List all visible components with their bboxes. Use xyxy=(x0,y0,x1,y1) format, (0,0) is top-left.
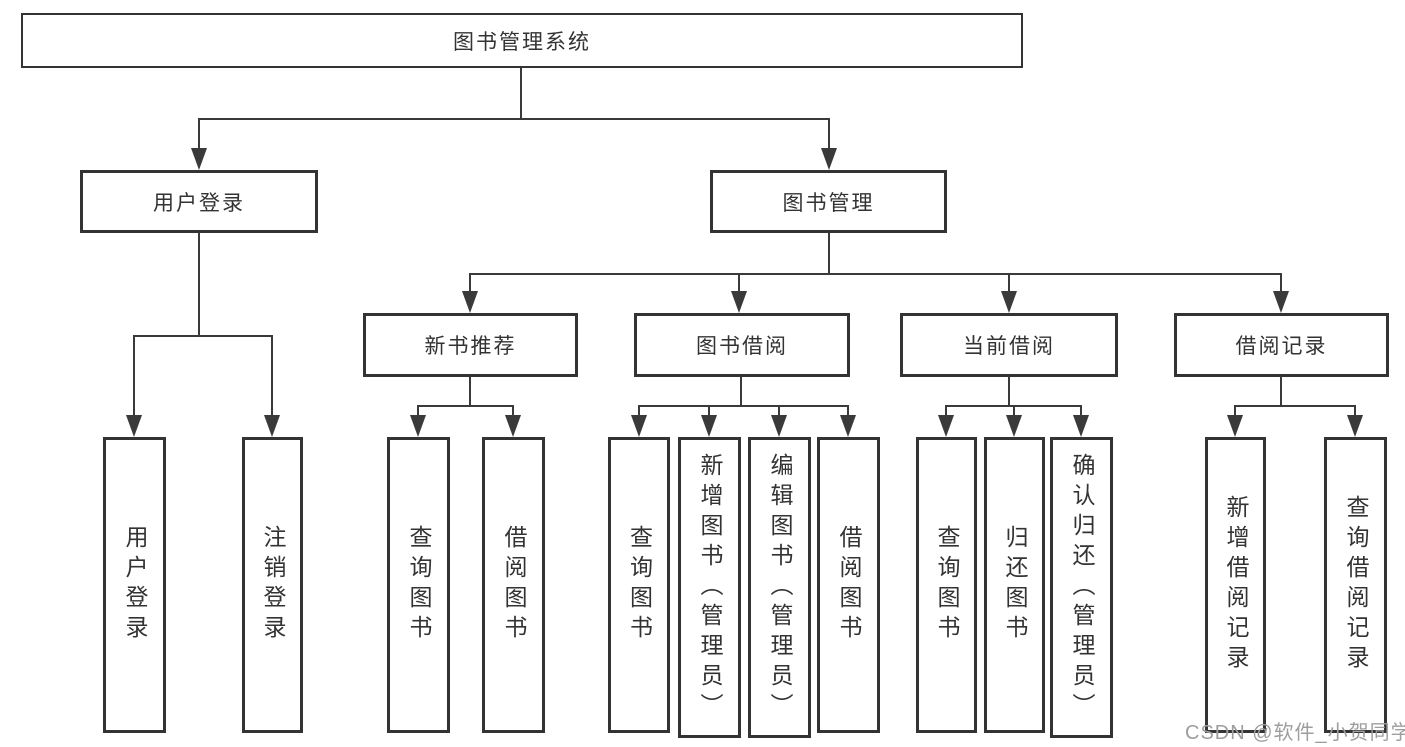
connector-line xyxy=(469,273,1282,275)
node-label: 注销登录 xyxy=(260,525,286,645)
connector-line xyxy=(512,405,514,417)
node-label: 编辑图书（管理员） xyxy=(767,452,793,723)
node-book-management: 图书管理 xyxy=(710,170,947,233)
arrow-down-icon xyxy=(771,415,787,437)
connector-line xyxy=(469,377,471,407)
connector-line xyxy=(1234,405,1236,417)
node-label: 新增借阅记录 xyxy=(1223,495,1249,675)
arrow-down-icon xyxy=(840,415,856,437)
node-label: 图书管理系统 xyxy=(453,30,591,54)
node-label: 当前借阅 xyxy=(963,335,1055,358)
arrow-down-icon xyxy=(126,415,142,437)
node-label: 图书借阅 xyxy=(696,335,788,358)
connector-line xyxy=(469,273,471,293)
leaf-borrow-books-2: 借阅图书 xyxy=(817,437,880,733)
node-label: 查询图书 xyxy=(626,525,653,645)
connector-line xyxy=(1234,405,1356,407)
connector-line xyxy=(740,377,742,407)
connector-line xyxy=(738,273,740,293)
node-current-borrow: 当前借阅 xyxy=(900,313,1118,377)
connector-line xyxy=(1354,405,1356,417)
connector-line xyxy=(638,405,849,407)
connector-line xyxy=(945,405,947,417)
connector-line xyxy=(847,405,849,417)
leaf-query-books-1: 查询图书 xyxy=(387,437,450,733)
arrow-down-icon xyxy=(1273,291,1289,313)
arrow-down-icon xyxy=(1227,415,1243,437)
arrow-down-icon xyxy=(264,415,280,437)
arrow-down-icon xyxy=(821,148,837,170)
leaf-query-borrow-record: 查询借阅记录 xyxy=(1324,437,1387,733)
arrow-down-icon xyxy=(1006,415,1022,437)
node-label: 确认归还（管理员） xyxy=(1069,452,1095,723)
connector-line xyxy=(828,233,830,275)
leaf-confirm-return-admin: 确认归还（管理员） xyxy=(1050,437,1113,738)
connector-line xyxy=(198,233,200,337)
connector-line xyxy=(198,118,200,150)
node-label: 查询图书 xyxy=(934,525,960,645)
connector-line xyxy=(417,405,419,417)
connector-line xyxy=(1280,273,1282,293)
connector-line xyxy=(638,405,640,417)
connector-line xyxy=(1008,377,1010,407)
node-label: 新增图书（管理员） xyxy=(697,452,723,723)
node-label: 借阅图书 xyxy=(836,525,862,645)
arrow-down-icon xyxy=(938,415,954,437)
arrow-down-icon xyxy=(731,291,747,313)
leaf-add-book-admin: 新增图书（管理员） xyxy=(678,437,741,738)
node-label: 归还图书 xyxy=(1002,525,1028,645)
connector-line xyxy=(417,405,514,407)
node-label: 用户登录 xyxy=(153,191,245,215)
node-label: 查询借阅记录 xyxy=(1343,495,1369,675)
connector-line xyxy=(198,118,830,120)
node-book-management-system: 图书管理系统 xyxy=(21,13,1023,68)
node-borrow-records: 借阅记录 xyxy=(1174,313,1389,377)
arrow-down-icon xyxy=(1073,415,1089,437)
arrow-down-icon xyxy=(462,291,478,313)
connector-line xyxy=(708,405,710,417)
node-new-book-recommend: 新书推荐 xyxy=(363,313,578,377)
arrow-down-icon xyxy=(631,415,647,437)
connector-line xyxy=(1280,377,1282,407)
leaf-return-book: 归还图书 xyxy=(984,437,1045,733)
arrow-down-icon xyxy=(1347,415,1363,437)
connector-line xyxy=(520,68,522,120)
node-book-borrow: 图书借阅 xyxy=(634,313,850,377)
leaf-add-borrow-record: 新增借阅记录 xyxy=(1205,437,1266,733)
leaf-edit-book-admin: 编辑图书（管理员） xyxy=(748,437,811,738)
node-label: 图书管理 xyxy=(782,191,875,215)
leaf-query-books-3: 查询图书 xyxy=(916,437,977,733)
node-label: 新书推荐 xyxy=(424,335,517,358)
connector-line xyxy=(1013,405,1015,417)
node-user-login: 用户登录 xyxy=(80,170,318,233)
csdn-watermark: CSDN @软件_小贺同学 xyxy=(1185,722,1405,744)
connector-line xyxy=(1080,405,1082,417)
leaf-user-login: 用户登录 xyxy=(103,437,166,733)
leaf-borrow-books-1: 借阅图书 xyxy=(482,437,545,733)
connector-line xyxy=(778,405,780,417)
node-label: 借阅图书 xyxy=(501,525,527,645)
arrow-down-icon xyxy=(410,415,426,437)
arrow-down-icon xyxy=(1001,291,1017,313)
connector-line xyxy=(1008,273,1010,293)
arrow-down-icon xyxy=(701,415,717,437)
arrow-down-icon xyxy=(191,148,207,170)
connector-line xyxy=(133,335,273,337)
node-label: 查询图书 xyxy=(406,525,432,645)
node-label: 借阅记录 xyxy=(1235,335,1328,358)
node-label: 用户登录 xyxy=(122,525,148,645)
connector-line xyxy=(828,118,830,150)
connector-line xyxy=(133,335,135,417)
leaf-query-books-2: 查询图书 xyxy=(608,437,670,733)
connector-line xyxy=(271,335,273,417)
arrow-down-icon xyxy=(505,415,521,437)
leaf-logout: 注销登录 xyxy=(242,437,303,733)
